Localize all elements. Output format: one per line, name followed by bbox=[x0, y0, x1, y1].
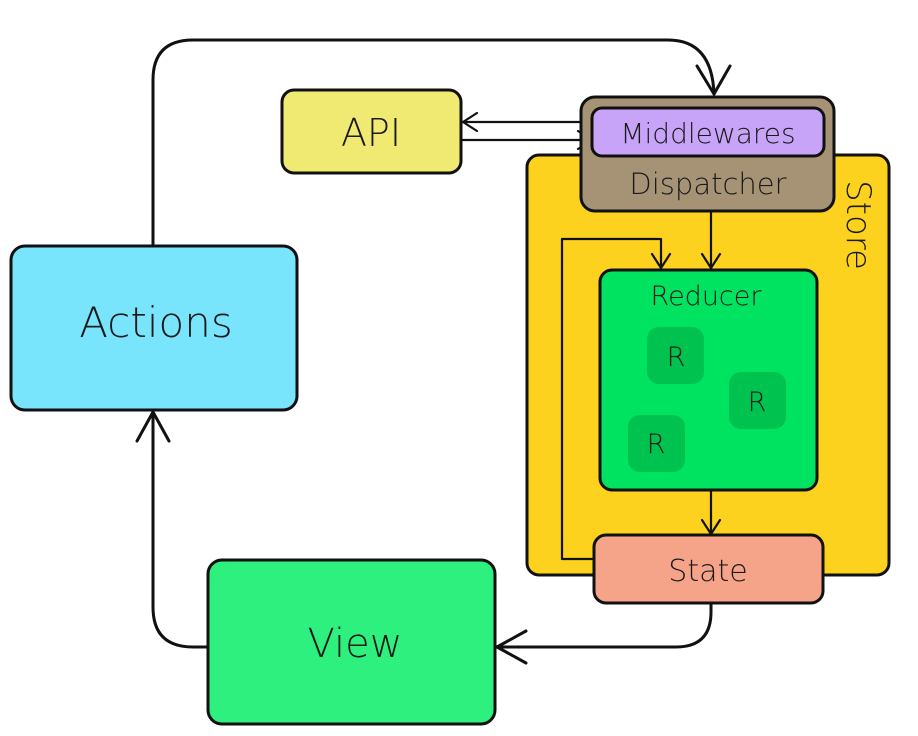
dispatcher-label: Dispatcher bbox=[629, 167, 786, 201]
view-label: View bbox=[308, 621, 403, 667]
store-label: Store bbox=[838, 180, 878, 270]
arrowhead-into-actions bbox=[135, 410, 171, 443]
arrowhead-into-reducer-from-state bbox=[650, 252, 672, 270]
arrowhead-into-view bbox=[495, 629, 528, 665]
actions-box[interactable] bbox=[9, 244, 299, 412]
view-box[interactable] bbox=[206, 558, 497, 726]
middlewares-label: Middlewares bbox=[620, 117, 795, 150]
reducer-label: Reducer bbox=[651, 281, 763, 312]
arrowhead-into-api bbox=[461, 111, 479, 133]
sub-reducer-3[interactable] bbox=[628, 415, 685, 472]
sub-reducer-1-label: R bbox=[667, 342, 686, 373]
edge-state-to-reducer bbox=[560, 237, 663, 561]
edge-actions-to-dispatcher bbox=[151, 38, 716, 246]
sub-reducer-2[interactable] bbox=[729, 372, 786, 429]
arrowhead-into-reducer-from-dispatcher bbox=[700, 252, 722, 270]
api-box[interactable] bbox=[280, 88, 463, 175]
sub-reducer-1[interactable] bbox=[647, 327, 704, 384]
sub-reducer-3-label: R bbox=[647, 429, 666, 460]
api-label: API bbox=[341, 111, 401, 155]
actions-label: Actions bbox=[79, 298, 232, 347]
sub-reducer-2-label: R bbox=[748, 387, 767, 418]
state-label: State bbox=[668, 554, 747, 589]
edge-view-to-actions bbox=[151, 410, 210, 649]
state-box[interactable] bbox=[592, 533, 825, 605]
middlewares-box[interactable] bbox=[590, 106, 826, 158]
arrowhead-into-dispatcher bbox=[695, 64, 732, 96]
edge-state-to-view bbox=[495, 601, 713, 649]
